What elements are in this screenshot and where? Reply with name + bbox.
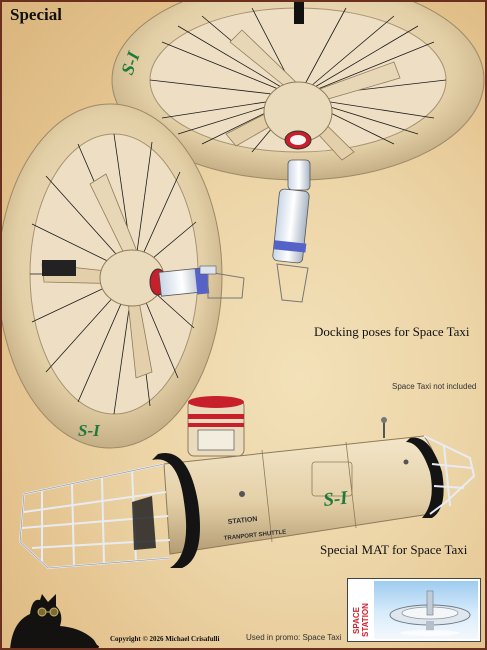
docking-caption: Docking poses for Space Taxi: [314, 324, 470, 339]
logo-word-station: STATION: [361, 603, 370, 637]
logo-station-image: [374, 581, 478, 639]
special-mat-caption: Special MAT for Space Taxi: [320, 542, 468, 557]
logo-station-render: [389, 590, 471, 636]
logo-word-space: SPACE: [352, 606, 361, 634]
space-taxi: S-I STATION TRANPORT SHUTTLE: [18, 396, 476, 570]
cat-silhouette: [10, 594, 100, 648]
not-included-note: Space Taxi not included: [392, 382, 477, 391]
promo-note: Used in promo: Space Taxi: [246, 633, 342, 642]
copyright-text: Copyright © 2026 Michael Crisafulli: [110, 635, 220, 643]
taxi-label: S-I: [322, 487, 349, 510]
taxi-station-text: STATION: [227, 516, 257, 526]
space-station-logo: SPACE STATION: [347, 578, 481, 642]
wheel-label-left: S-I: [78, 421, 101, 440]
logo-wordmark: SPACE STATION: [352, 603, 370, 637]
station-wheel-upper: S-I: [111, 2, 485, 303]
station-wheel-left: S-I: [2, 103, 245, 449]
page-title: Special: [10, 5, 62, 24]
